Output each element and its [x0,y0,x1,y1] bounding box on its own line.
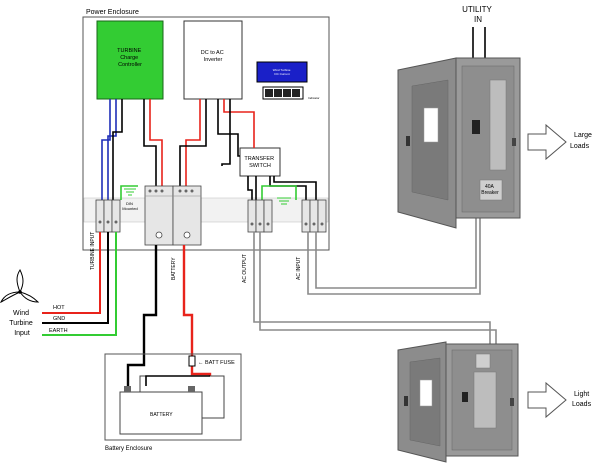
battery-breaker-label: BATTERY [171,257,177,280]
light-panel-breaker-column [473,371,497,429]
ground-symbols [124,188,291,205]
din-rail [83,197,329,223]
inverter [183,20,243,100]
turbine-input-breakers [95,199,121,233]
light-panel-latch [404,396,408,406]
meter-display-text: Wind Turbine DC Current [273,68,292,76]
charge-controller-line-3: Controller [118,62,142,68]
din-mounted-label: DIN Mounted [122,201,138,211]
din-mounted-line-2: Mounted [122,206,138,211]
charge-controller-line-1: TURBINE [117,48,141,54]
breaker-40a-line-2: Breaker [481,190,499,196]
transfer-switch [239,147,281,177]
large-loads-label: Large Loads [570,132,594,150]
earth-ground-bars [120,185,297,200]
battery-terminal-neg [124,386,131,392]
inverter-line-2: Inverter [204,57,223,63]
meter-button-1 [265,89,273,97]
ac-output-label: AC OUTPUT [242,254,248,283]
large-panel-main-breaker [472,120,480,134]
large-panel-latch [406,136,410,146]
light-panel-main-breaker [475,353,491,369]
battery-label: BATTERY [150,412,173,418]
light-loads-label: Light Loads [572,391,592,408]
utility-line-1: UTILITY [462,5,492,14]
earth-wire-label: EARTH [49,328,68,334]
hot-wire-label: HOT [53,305,65,311]
light-panel-door-sticker [419,379,433,407]
turbine-input-wires [42,232,117,336]
large-loads-arrow [527,123,567,161]
battery-terminal-pos [188,386,195,392]
wind-turbine-icon [0,269,40,304]
meter-button-2 [274,89,282,97]
transfer-switch-line-1: TRANSFER [244,156,274,162]
transfer-switch-label: TRANSFER SWITCH [244,156,275,169]
large-panel-breaker-column [489,79,507,171]
large-loads-panel [397,57,521,229]
utility-in-label: UTILITY IN [462,5,494,24]
battery-interconnect [145,375,210,386]
inverter-line-1: DC to AC [201,50,224,56]
battery-enclosure [104,353,242,441]
battery-enclosure-label: Battery Enclosure [105,446,153,452]
current-meter-display [256,61,308,83]
meter-button-4 [292,89,300,97]
ac-output-breakers [247,199,273,233]
large-loads-line-1: Large [574,132,592,139]
battery-front [119,391,203,435]
utility-feed-wires [472,27,486,58]
light-loads-panel [397,341,519,463]
light-loads-arrow [527,381,567,419]
meter-caption: Indicator [308,96,320,100]
controller-wiring [101,99,317,200]
meter-display-line-1: Wind Turbine [273,68,291,72]
breaker-40a-line-1: 40A [485,184,495,190]
large-panel-door-sticker [423,107,439,143]
wind-turbine-label: Wind Turbine Input [9,310,34,337]
battery-fuse [188,355,196,367]
wind-turbine-line-2: Turbine [9,320,33,327]
transfer-switch-line-2: SWITCH [249,163,271,169]
charge-controller [96,20,164,100]
gnd-wire-label: GND [53,316,65,322]
light-loads-line-2: Loads [572,401,592,408]
power-enclosure-label: Power Enclosure [86,9,139,16]
wind-turbine-line-1: Wind [13,310,29,317]
batt-fuse-label: ← BATT FUSE [198,360,235,366]
turbine-input-label: TURBINE INPUT [90,232,96,270]
utility-line-2: IN [474,15,482,24]
breaker-40a-label: 40A Breaker [481,184,499,196]
wind-turbine-line-3: Input [14,330,30,337]
large-loads-line-2: Loads [570,143,590,150]
charge-controller-line-2: Charge [120,55,138,61]
meter-display-line-2: DC Current [274,72,289,76]
battery-cables [126,245,212,388]
meter-button-3 [283,89,291,97]
charge-controller-label: TURBINE Charge Controller [117,48,143,68]
large-panel-40a-breaker [479,179,503,201]
ac-gray-feeds [253,210,497,346]
battery-breakers [144,185,202,246]
inverter-label: DC to AC Inverter [201,50,225,63]
light-loads-line-1: Light [574,391,589,398]
ac-input-label: AC INPUT [296,257,302,280]
din-mounted-line-1: DIN [126,201,133,206]
ac-input-breakers [301,199,327,233]
